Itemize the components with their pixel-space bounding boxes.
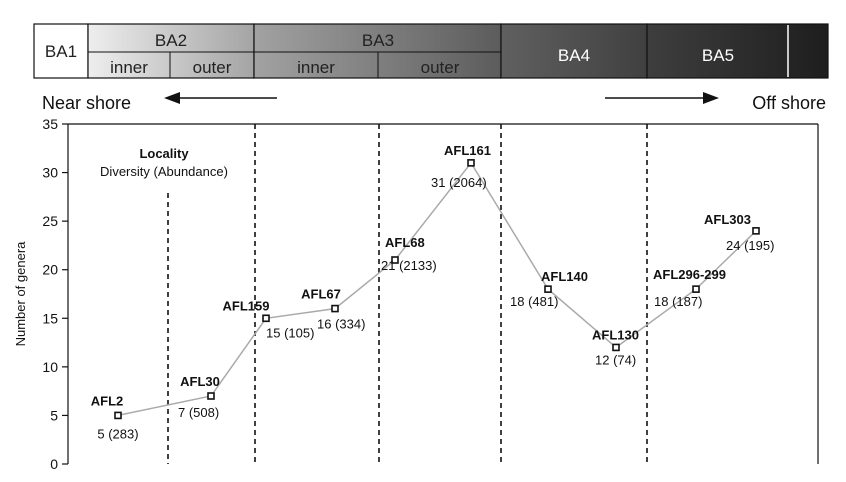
data-point-value-label: 24 (195) — [726, 238, 774, 253]
data-point-value-label: 12 (74) — [595, 352, 636, 367]
ba3-inner-label: inner — [297, 58, 335, 77]
plot-frame — [67, 123, 819, 464]
zone-dividers — [167, 124, 648, 464]
y-tick-label: 0 — [50, 456, 58, 472]
ba2-outer-label: outer — [193, 58, 232, 77]
data-point-value-label: 7 (508) — [178, 405, 219, 420]
data-point-locality-label: AFL159 — [223, 298, 270, 313]
shore-direction: Near shore Off shore — [42, 92, 826, 113]
ba5-label: BA5 — [702, 46, 734, 65]
y-axis-ticks: 0 5 10 15 20 25 30 35 — [42, 116, 68, 472]
series-layer: AFL2 5 (283) AFL30 7 (508) AFL159 15 (105) AFL… — [91, 143, 775, 442]
band-ba4 — [500, 23, 648, 79]
off-shore-arrow-icon — [703, 92, 719, 104]
data-point-marker — [262, 314, 270, 323]
ba2-label: BA2 — [155, 31, 187, 50]
data-point-value-label: 18 (481) — [510, 294, 558, 309]
legend-title: Locality — [139, 146, 189, 161]
off-shore-label: Off shore — [752, 93, 826, 113]
ba1-label: BA1 — [45, 42, 77, 61]
data-point-marker — [391, 256, 399, 264]
benthic-assemblage-bar: BA1 BA2 inner outer BA3 inner outer BA4 … — [33, 23, 829, 79]
data-point-marker — [544, 285, 552, 293]
band-ba2 — [87, 23, 255, 79]
data-point-marker — [114, 411, 122, 420]
data-point-locality-label: AFL130 — [592, 327, 639, 342]
series-line — [117, 161, 757, 417]
data-point-value-label: 31 (2064) — [431, 175, 487, 190]
near-shore-label: Near shore — [42, 93, 131, 113]
data-point-locality-label: AFL161 — [444, 143, 491, 158]
data-point-locality-label: AFL140 — [541, 269, 588, 284]
band-ba1 — [33, 23, 89, 79]
data-point-marker — [207, 392, 215, 400]
y-tick-label: 20 — [42, 262, 58, 278]
ba4-label: BA4 — [558, 46, 590, 65]
y-tick-label: 5 — [50, 407, 58, 423]
y-tick-label: 10 — [42, 359, 58, 375]
data-point-locality-label: AFL303 — [704, 212, 751, 227]
y-tick-label: 30 — [42, 165, 58, 181]
data-point-value-label: 21 (2133) — [381, 258, 437, 273]
near-shore-arrow-icon — [164, 92, 180, 104]
data-point-marker — [467, 159, 475, 167]
y-tick-label: 35 — [42, 116, 58, 132]
band-ba5 — [646, 23, 829, 79]
ba3-outer-label: outer — [421, 58, 460, 77]
data-point-locality-label: AFL68 — [385, 235, 425, 250]
legend: Locality Diversity (Abundance) — [100, 146, 228, 179]
data-point-locality-label: AFL30 — [180, 374, 220, 389]
legend-subtitle: Diversity (Abundance) — [100, 164, 228, 179]
data-point-locality-label: AFL296-299 — [653, 267, 726, 282]
y-axis-title: Number of genera — [13, 241, 28, 347]
data-point-value-label: 15 (105) — [266, 325, 314, 340]
data-point-marker — [612, 343, 620, 352]
y-tick-label: 15 — [42, 310, 58, 326]
data-point-value-label: 18 (187) — [654, 294, 702, 309]
data-point-marker — [692, 285, 700, 293]
data-point-value-label: 16 (334) — [317, 317, 365, 332]
band-ba3 — [253, 23, 502, 79]
data-point-value-label: 5 (283) — [97, 426, 138, 441]
data-point-marker — [331, 304, 339, 313]
ba2-inner-label: inner — [110, 58, 148, 77]
ba3-label: BA3 — [362, 31, 394, 50]
data-point-locality-label: AFL67 — [301, 287, 341, 302]
y-tick-label: 25 — [42, 213, 58, 229]
data-point-locality-label: AFL2 — [91, 393, 124, 408]
data-point-marker — [752, 227, 760, 235]
